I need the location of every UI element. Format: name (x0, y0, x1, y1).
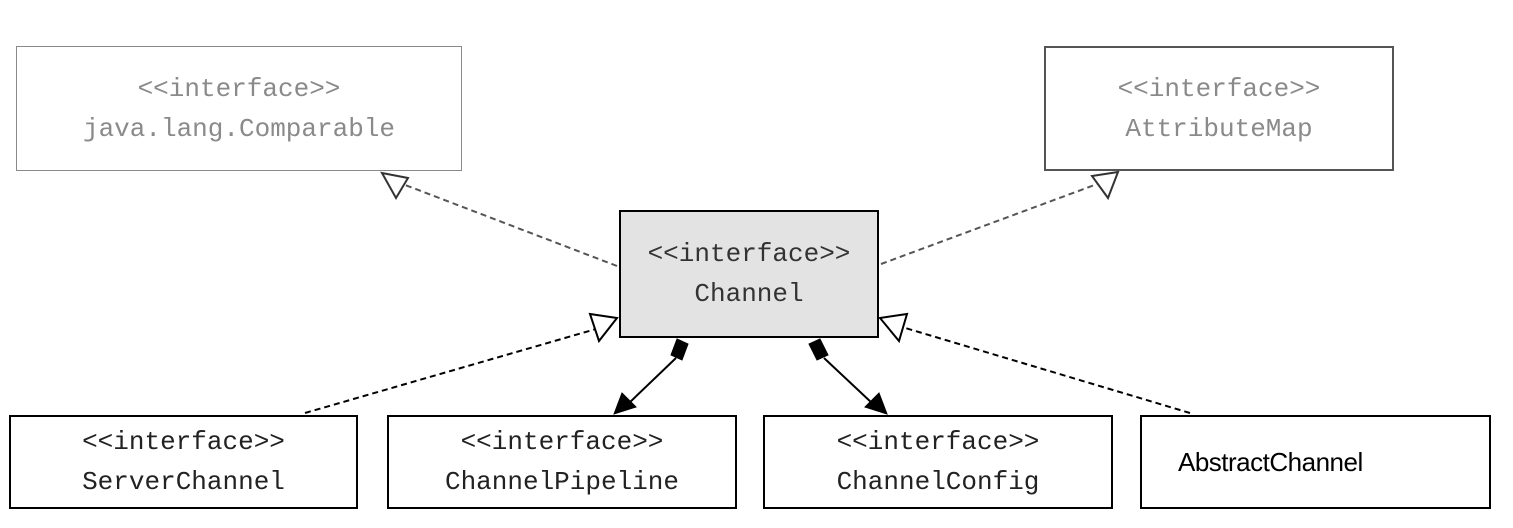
hollow-arrowhead-comparable (380, 171, 410, 200)
stereotype-label: <<interface>> (82, 427, 285, 457)
realization-line-abstractchannel-channel (901, 326, 1191, 414)
stereotype-label: <<interface>> (137, 73, 341, 104)
class-box-channelpipeline: <<interface>> ChannelPipeline (387, 415, 737, 509)
class-name: AbstractChannel (1178, 447, 1363, 477)
filled-arrowhead-pipeline (613, 392, 637, 415)
class-box-attributemap: <<interface>> AttributeMap (1044, 46, 1394, 171)
filled-arrowhead-config (864, 392, 888, 415)
stereotype-label: <<interface>> (1117, 73, 1321, 104)
class-box-channelconfig: <<interface>> ChannelConfig (763, 415, 1113, 509)
realization-line-channel-attributemap (880, 182, 1101, 265)
stereotype-label: <<interface>> (836, 427, 1040, 457)
class-name: ServerChannel (82, 467, 285, 497)
class-box-abstractchannel: AbstractChannel (1140, 415, 1491, 509)
hollow-arrowhead-channel-right (878, 312, 909, 344)
class-name: ChannelConfig (836, 467, 1040, 497)
class-name: AttributeMap (1125, 113, 1313, 144)
composition-line-channel-pipeline (627, 357, 677, 405)
class-box-serverchannel: <<interface>> ServerChannel (9, 415, 358, 509)
composition-line-channel-config (823, 357, 874, 405)
class-box-channel: <<interface>> Channel (619, 210, 879, 338)
stereotype-label: <<interface>> (460, 427, 664, 457)
composition-diamond-config (808, 338, 829, 361)
realization-line-serverchannel-channel (304, 328, 597, 414)
hollow-arrowhead-channel-left (588, 312, 619, 344)
hollow-arrowhead-attributemap (1090, 170, 1120, 201)
class-name: ChannelPipeline (444, 467, 680, 497)
class-name: java.lang.Comparable (82, 113, 396, 144)
class-name: Channel (694, 279, 804, 309)
stereotype-label: <<interface>> (647, 239, 851, 269)
class-box-comparable: <<interface>> java.lang.Comparable (16, 46, 462, 171)
realization-line-channel-comparable (399, 182, 618, 267)
composition-diamond-pipeline (670, 338, 689, 361)
